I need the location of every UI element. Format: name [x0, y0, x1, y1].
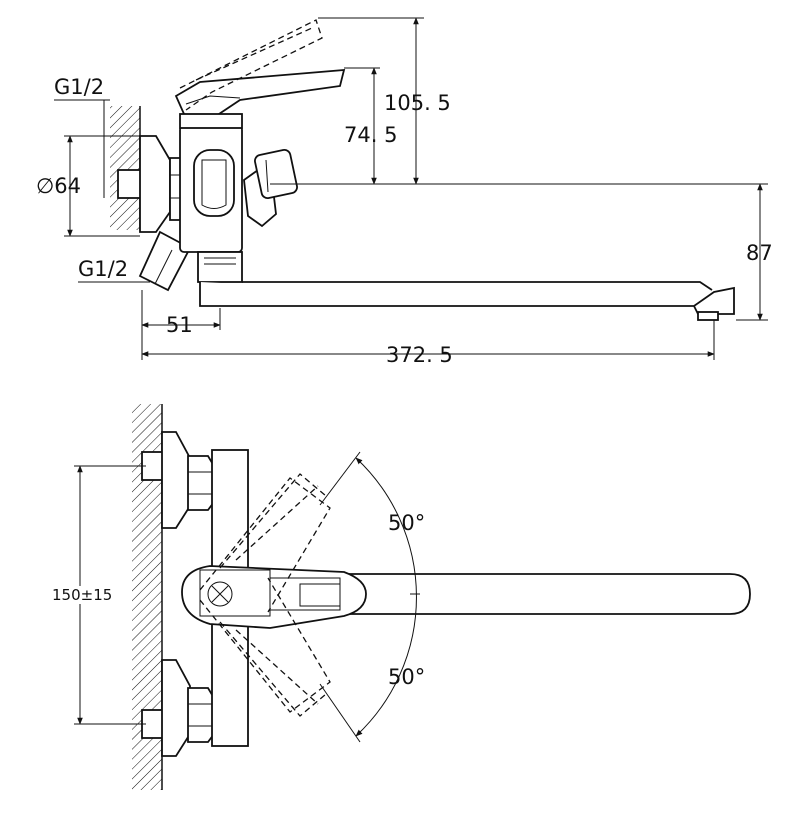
dim-centers: 150±15	[50, 465, 146, 725]
dim-87: 87	[736, 183, 773, 321]
side-view: 105. 5 74. 5 87 ∅64 G1/2	[36, 17, 773, 367]
dim-label-372: 372. 5	[386, 343, 453, 367]
rotation-arc: 50° 50°	[319, 451, 425, 743]
mixer-body	[179, 125, 243, 253]
diverter-knob	[243, 148, 298, 228]
thread-text-top: G1/2	[54, 75, 104, 99]
handle-rotated-up	[199, 473, 331, 613]
spout-top	[249, 573, 751, 615]
wall-section-top	[110, 106, 141, 230]
dim-105: 105. 5	[318, 17, 451, 185]
lever-handle	[174, 68, 346, 129]
upper-eccentric	[141, 431, 215, 529]
thread-label-bottom: G1/2	[78, 257, 150, 283]
dim-label-87: 87	[746, 241, 773, 265]
thread-text-bottom: G1/2	[78, 257, 128, 281]
lever-open-position	[179, 19, 323, 111]
thread-label-top: G1/2	[54, 75, 110, 198]
handle-rotated-down	[199, 577, 331, 717]
lower-eccentric	[141, 659, 215, 757]
dim-label-74: 74. 5	[344, 123, 397, 147]
dim-74: 74. 5	[344, 67, 397, 185]
dim-372: 372. 5	[141, 320, 715, 367]
angle-label-up: 50°	[388, 511, 425, 535]
dim-diameter: ∅64	[36, 135, 140, 237]
handle-top	[181, 565, 367, 629]
top-view: 50° 50° 150±15	[50, 404, 751, 790]
dim-label-centers: 150±15	[52, 586, 112, 604]
dim-51: 51	[141, 290, 221, 360]
dim-label-diameter: ∅64	[36, 174, 81, 198]
dim-label-51: 51	[166, 313, 193, 337]
eccentric-connector	[117, 135, 171, 233]
dim-label-105: 105. 5	[384, 91, 451, 115]
spout	[197, 251, 735, 321]
angle-label-down: 50°	[388, 665, 425, 689]
